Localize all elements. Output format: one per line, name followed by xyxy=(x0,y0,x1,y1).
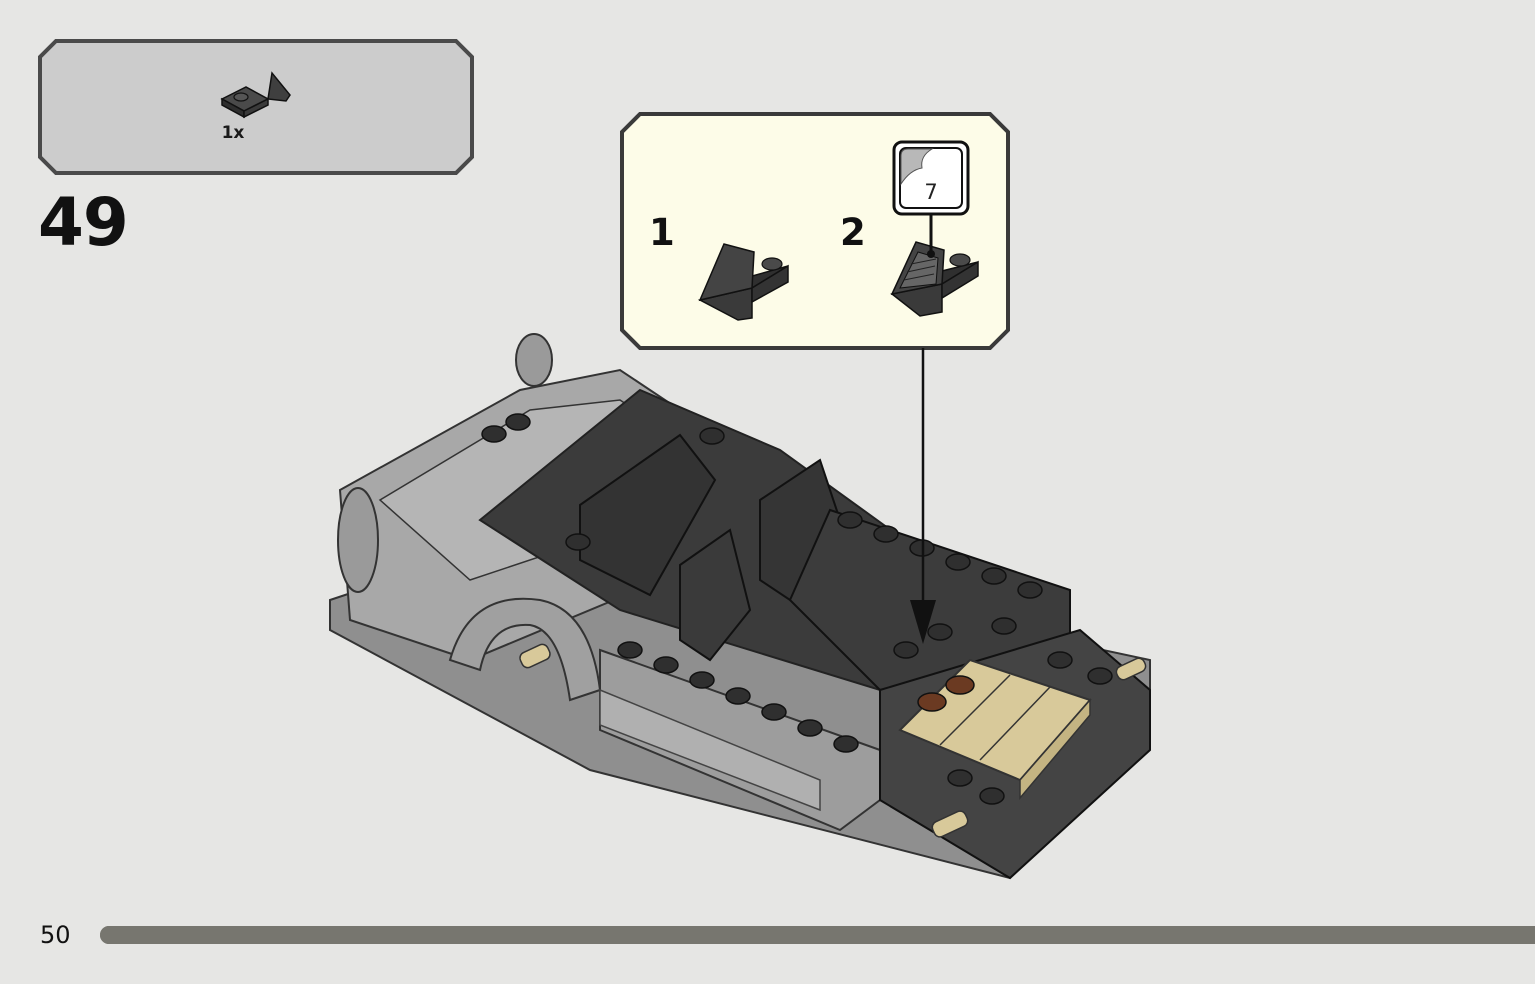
sticker-number: 7 xyxy=(924,180,938,204)
substep-number: 2 xyxy=(840,211,866,254)
slope-brick-with-sticker-icon xyxy=(890,241,979,317)
axle-pin-icon xyxy=(519,643,1147,838)
parts-list-box xyxy=(38,39,474,175)
vehicle-model-illustration xyxy=(329,333,1151,880)
placement-arrow-icon xyxy=(910,348,936,644)
page-number: 50 xyxy=(40,921,71,949)
rear-light-icon xyxy=(337,333,553,593)
sloped-plate-icon xyxy=(220,71,291,119)
part-quantity: 1x xyxy=(221,123,245,143)
step-number: 49 xyxy=(38,184,129,261)
sub-assembly-callout xyxy=(620,112,1010,350)
progress-bar xyxy=(100,926,1535,944)
progress-fill xyxy=(100,926,1535,944)
slope-brick-icon xyxy=(697,243,789,321)
sticker-icon xyxy=(892,140,970,258)
substep-number: 1 xyxy=(649,211,675,254)
